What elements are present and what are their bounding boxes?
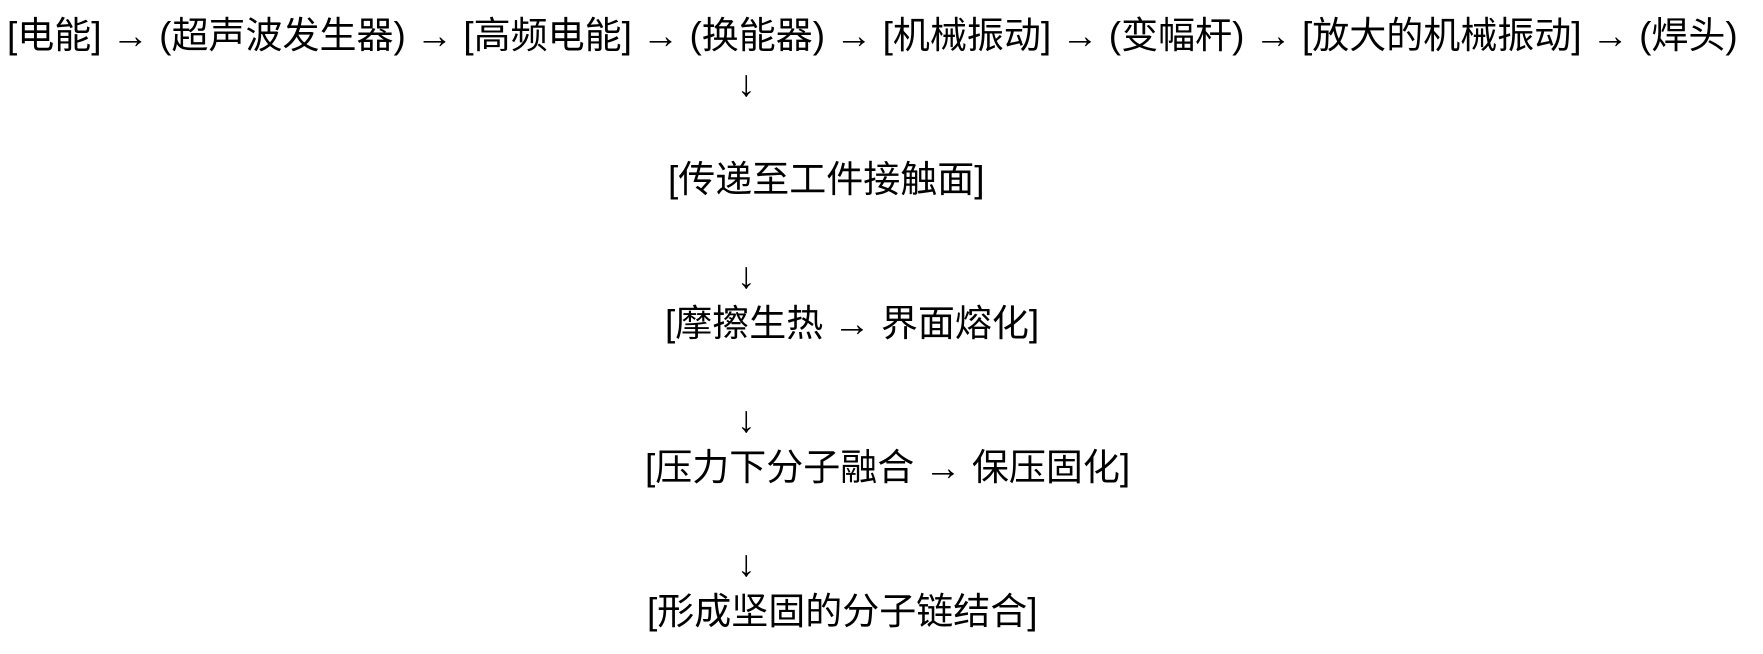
down-arrow-icon: ↓: [737, 63, 756, 104]
blank-line: [0, 492, 1763, 540]
flow-step-friction-heat-interface-melt: [摩擦生热 → 界面熔化]: [665, 303, 1040, 344]
blank-line: [0, 204, 1763, 252]
down-arrow-icon: ↓: [737, 255, 756, 296]
blank-line: [0, 108, 1763, 156]
flow-step-strong-molecular-chain-bond: [形成坚固的分子链结合]: [647, 591, 1038, 632]
down-arrow-icon: ↓: [737, 399, 756, 440]
down-arrow-icon: ↓: [737, 543, 756, 584]
flow-step-molecular-fusion-under-pressure: [压力下分子融合 → 保压固化]: [645, 447, 1131, 488]
flow-step-transfer-to-contact-surface: [传递至工件接触面]: [668, 159, 985, 200]
energy-chain-line: [电能] → (超声波发生器) → [高频电能] → (换能器) → [机械振动…: [7, 15, 1738, 56]
blank-line: [0, 348, 1763, 396]
